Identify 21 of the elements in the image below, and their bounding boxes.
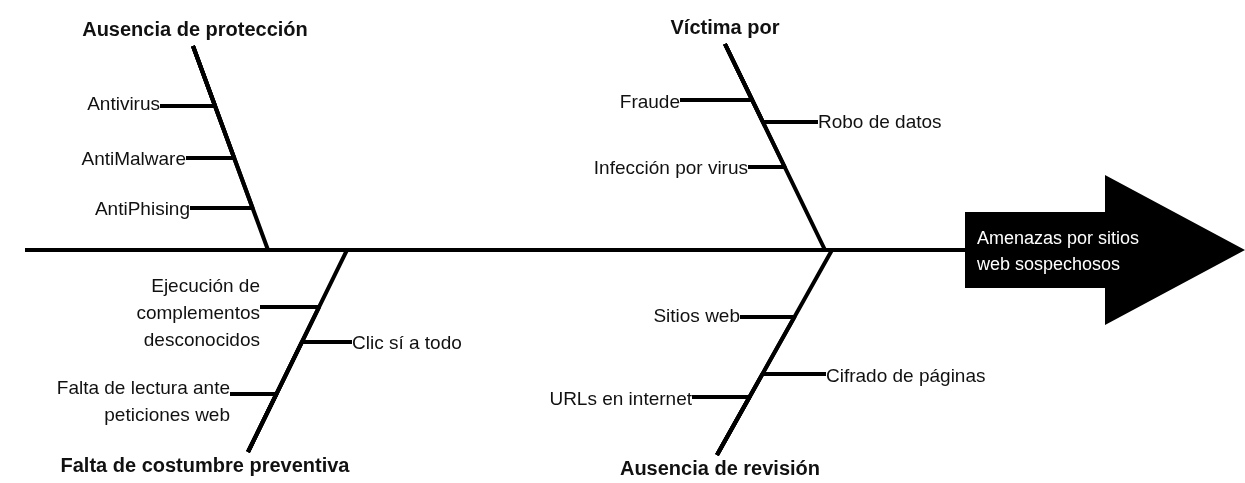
cause-label: AntiMalware (20, 145, 186, 172)
cause-label: Robo de datos (818, 108, 998, 135)
cause-line (190, 45, 255, 210)
category-label: Falta de costumbre preventiva (25, 452, 385, 482)
cause-label: Antivirus (20, 90, 160, 117)
effect-arrow-head: Amenazas por sitios web sospechosos (965, 175, 1245, 325)
cause-label: AntiPhising (40, 195, 190, 222)
cause-line (692, 395, 752, 456)
cause-label: URLs en internet (500, 385, 692, 412)
cause-label: Falta de lectura ante peticiones web (2, 374, 230, 430)
cause-label: Ejecución de complementos desconocidos (60, 272, 260, 356)
cause-line (723, 43, 787, 169)
cause-label: Clic sí a todo (352, 329, 512, 356)
category-label: Ausencia de protección (55, 16, 335, 46)
category-label: Víctima por (645, 14, 805, 44)
cause-label: Cifrado de páginas (826, 362, 1046, 389)
cause-label: Fraude (560, 88, 680, 115)
cause-label: Sitios web (580, 302, 740, 329)
cause-line (230, 392, 279, 453)
cause-label: Infección por virus (515, 154, 748, 181)
category-label: Ausencia de revisión (595, 455, 845, 483)
